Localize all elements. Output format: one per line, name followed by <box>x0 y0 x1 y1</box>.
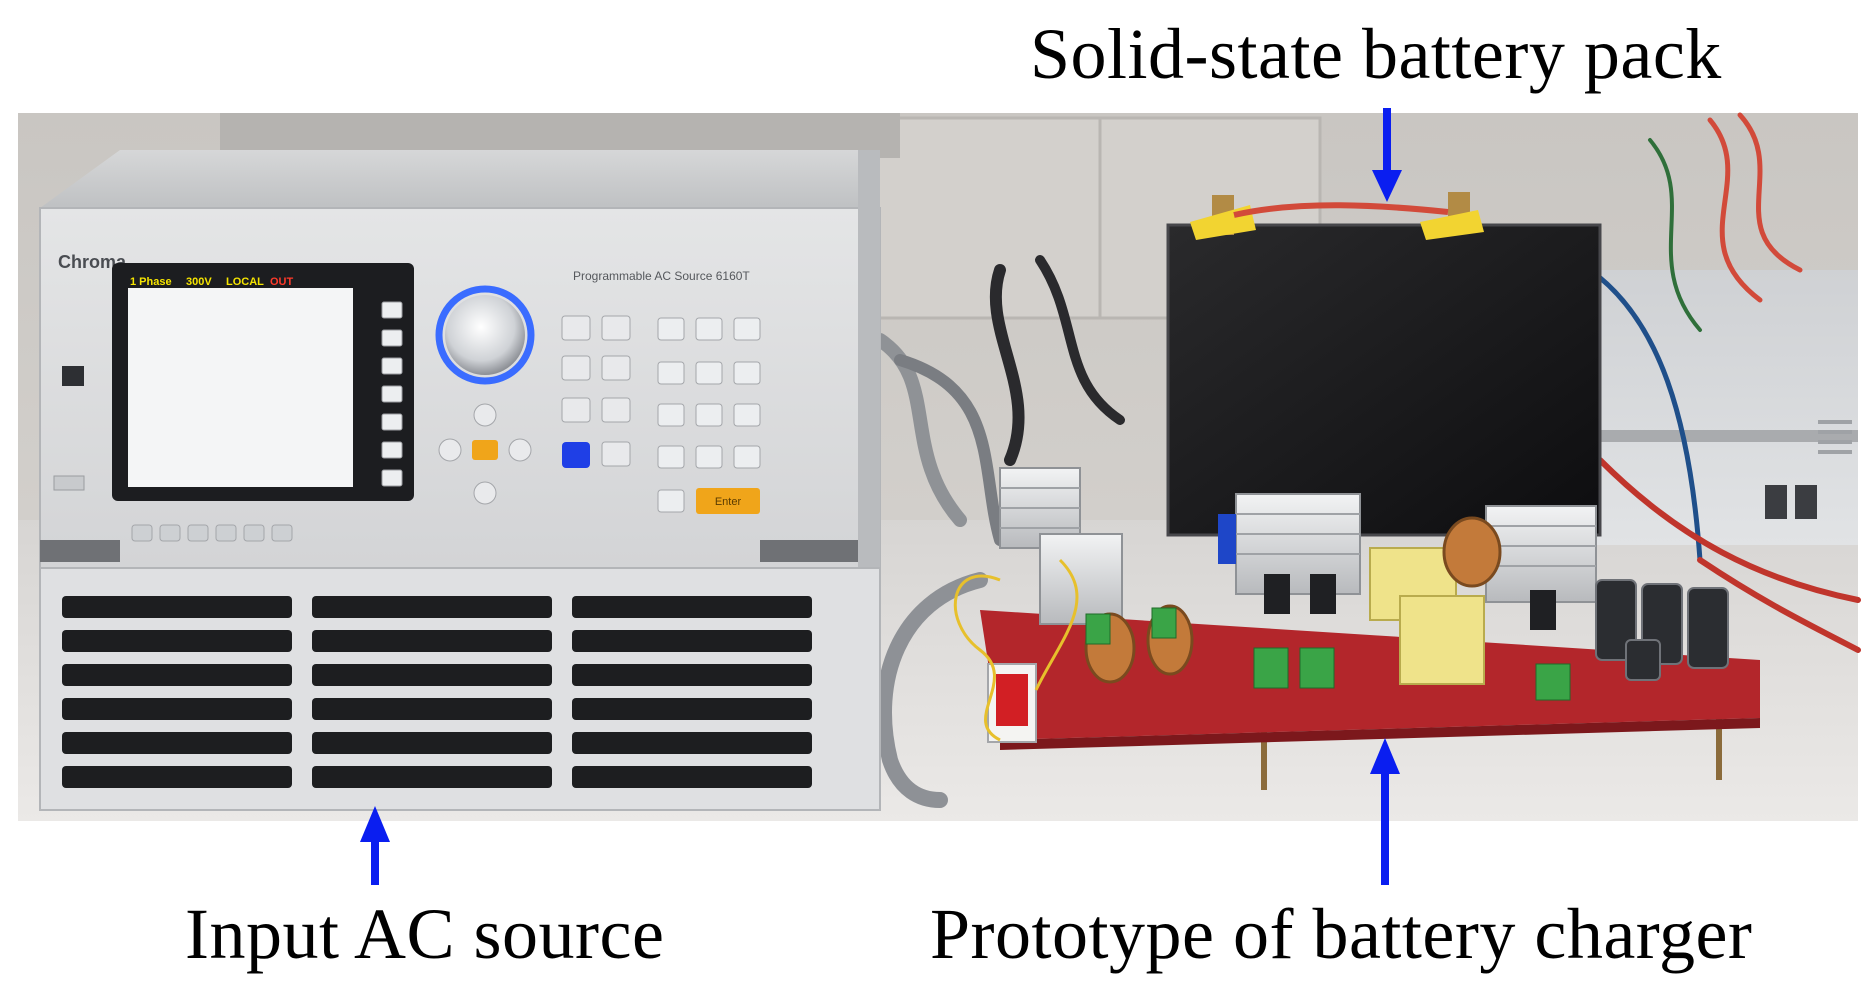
battery-charger-prototype <box>953 467 1760 790</box>
solid-state-battery-pack <box>1166 192 1602 537</box>
arrow-battery-pack <box>1372 108 1402 202</box>
vent-slots <box>62 596 812 788</box>
numeric-keypad <box>657 317 761 513</box>
enter-key-label: Enter <box>715 496 742 508</box>
screen-status-voltage: 300V <box>186 276 212 288</box>
screen-status-phase: 1 Phase <box>130 276 172 288</box>
screen-status-output: OUT <box>270 276 294 288</box>
background-cables <box>873 112 1861 808</box>
function-keys <box>561 315 631 467</box>
soft-keys <box>381 301 403 487</box>
label-charger: Prototype of battery charger <box>930 894 1753 974</box>
panel-title: Programmable AC Source 6160T <box>573 269 750 283</box>
inductors <box>1084 516 1502 684</box>
enter-key <box>696 488 760 514</box>
lcd-screen <box>128 287 353 487</box>
rotary-knob <box>445 295 525 375</box>
label-ac-source: Input AC source <box>185 894 665 974</box>
capacitors <box>1595 579 1729 681</box>
arrow-charger <box>1370 738 1400 885</box>
background-rack-equipment <box>1585 270 1858 545</box>
ac-source-instrument: Chroma 1 Phase 300V LOCAL OUT <box>39 150 881 811</box>
screen-status-mode: LOCAL <box>226 276 264 288</box>
arrow-ac-source <box>360 806 390 885</box>
transformers <box>1369 547 1485 685</box>
label-battery-pack: Solid-state battery pack <box>1030 14 1722 94</box>
brand-logo: Chroma <box>58 252 127 272</box>
